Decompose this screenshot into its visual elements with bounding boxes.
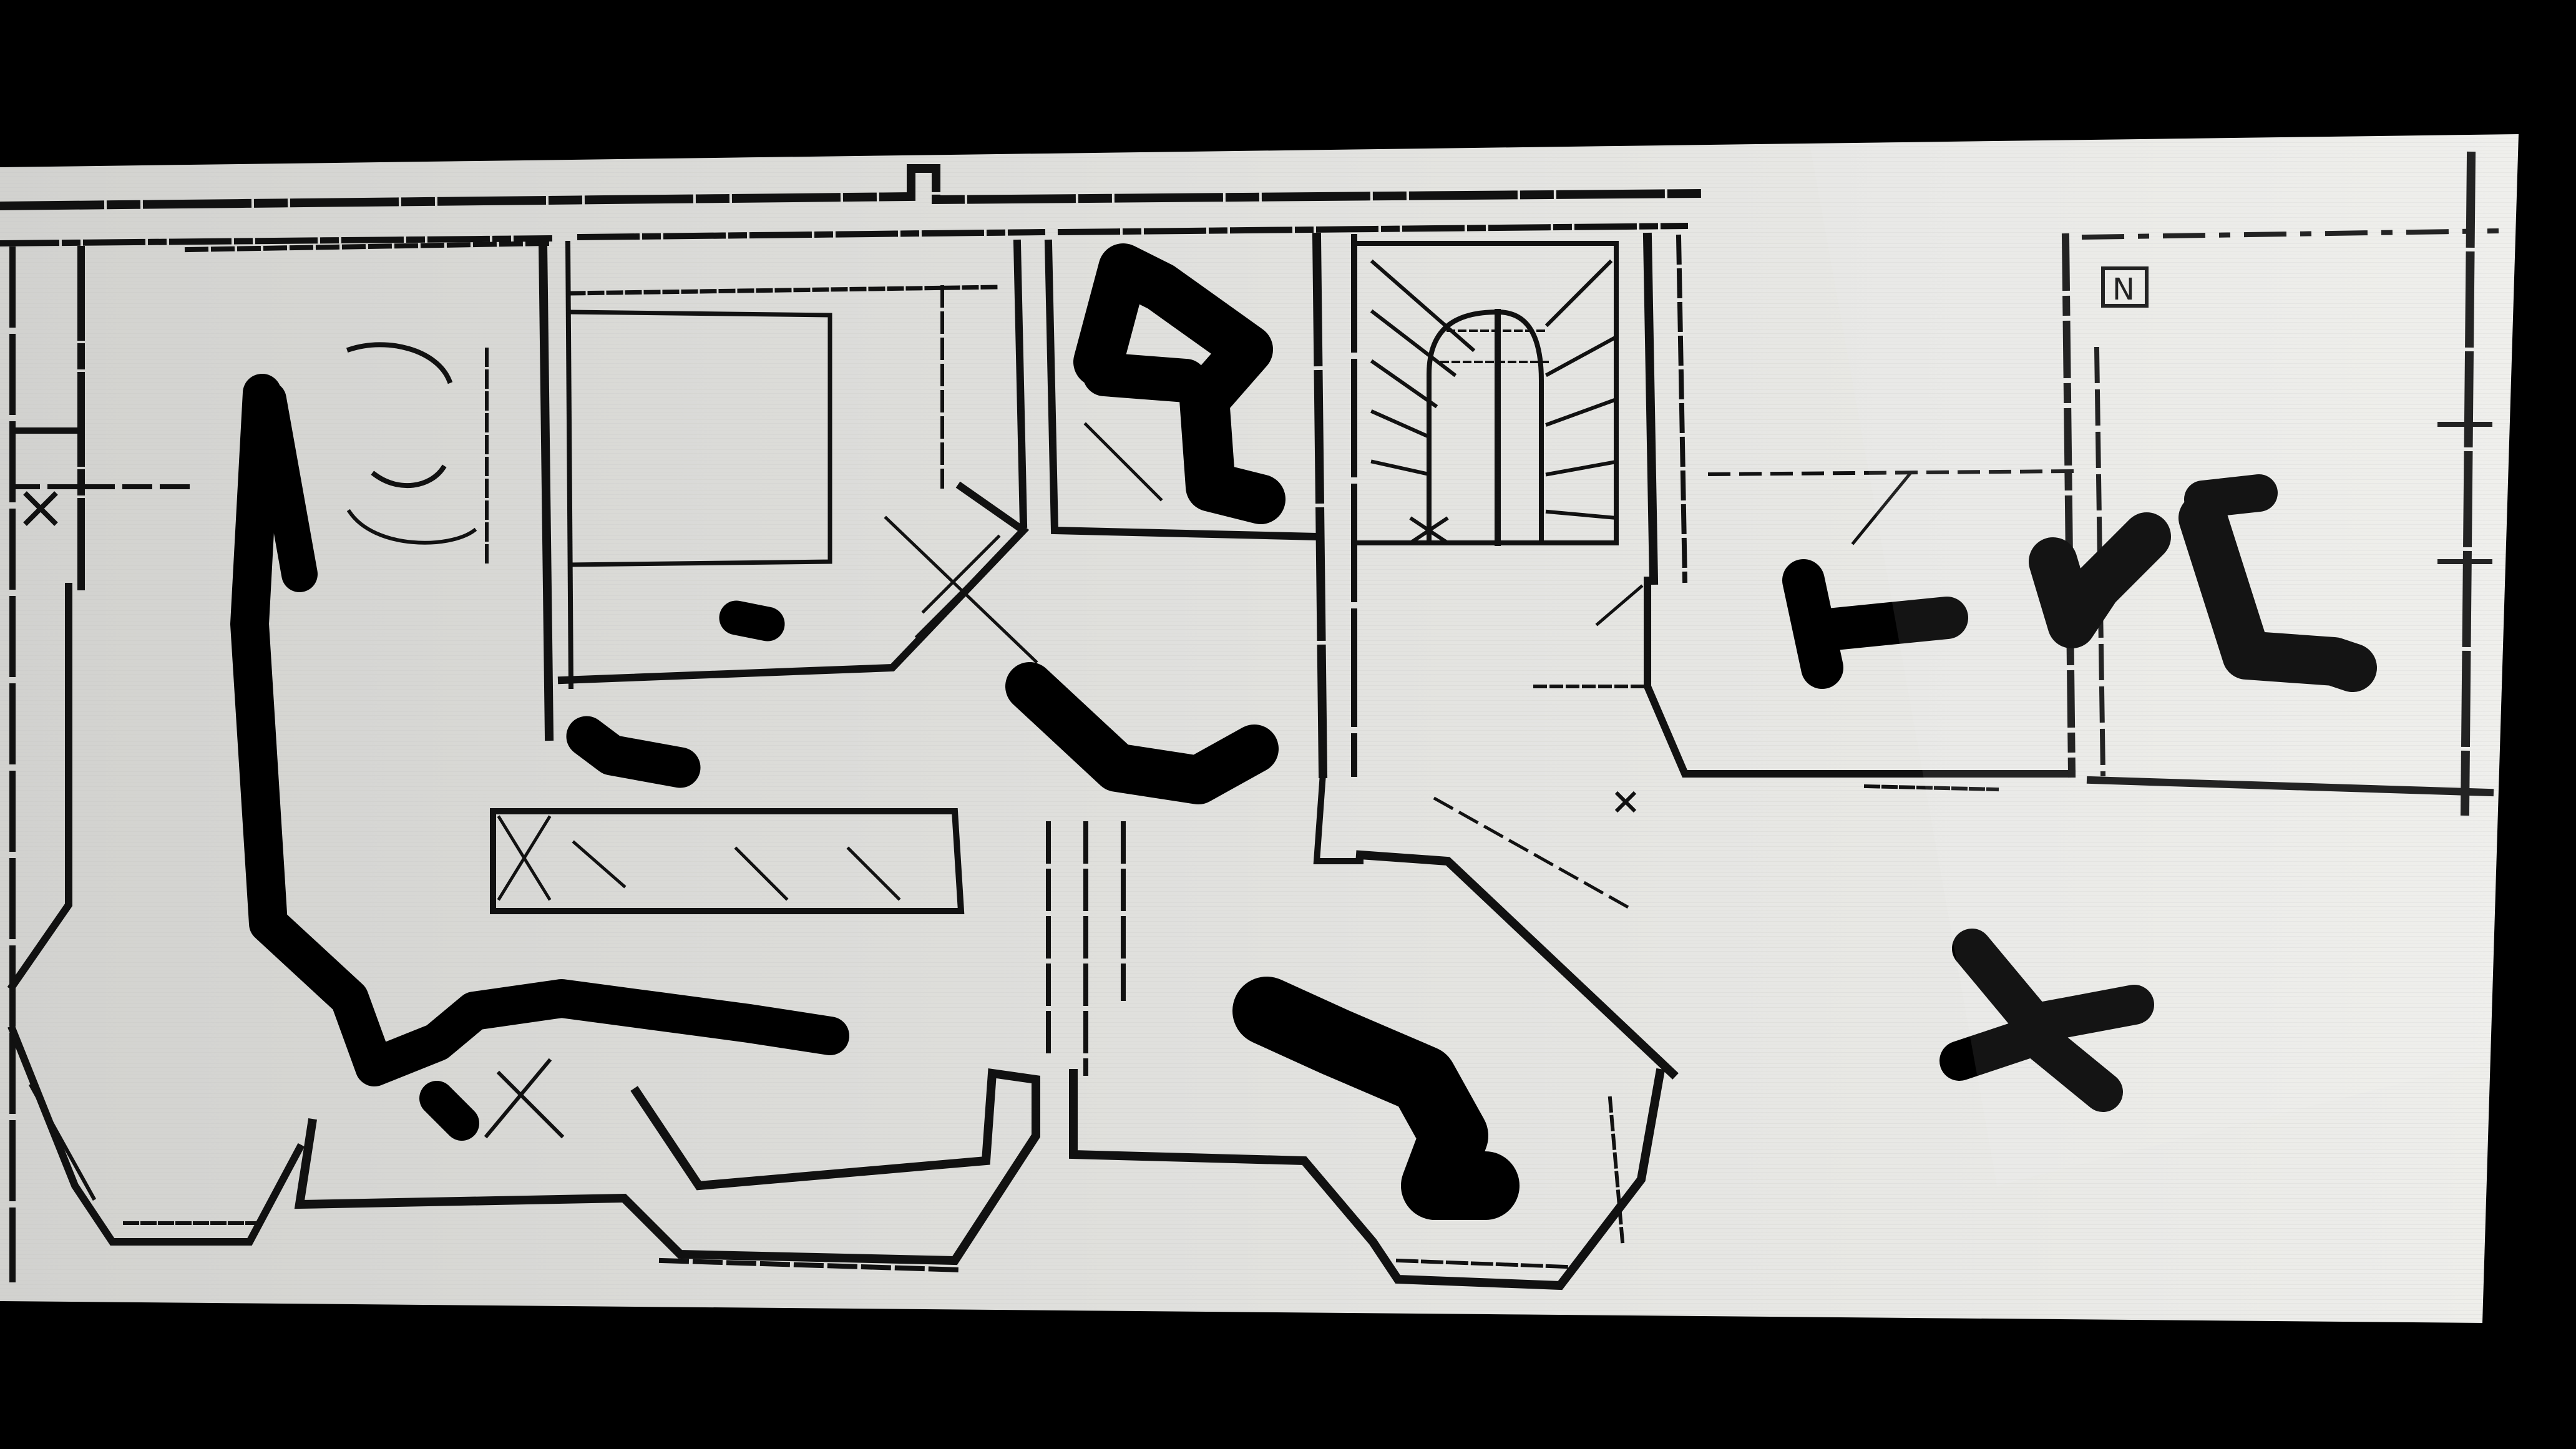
redaction-stroke [230, 374, 849, 1086]
redaction-stroke [2184, 474, 2278, 518]
redaction-stroke [1939, 929, 2154, 1112]
redaction-stroke [1782, 559, 1968, 689]
plan-annotations: N [23, 266, 2149, 813]
redaction-stroke [419, 1081, 479, 1141]
redaction-stroke [1083, 353, 1208, 402]
redaction-stroke [1005, 662, 1279, 804]
redaction-stroke [719, 600, 785, 642]
plan-walls [0, 151, 2499, 1290]
redaction-stroke [566, 716, 701, 788]
marker-redactions [230, 243, 2377, 1220]
north-mark: N [2112, 272, 2135, 307]
redaction-stroke [250, 381, 318, 592]
redaction-stroke [1073, 243, 1286, 524]
redaction-stroke [2029, 494, 2377, 692]
screen-glare [1810, 134, 2519, 1186]
redaction-stroke [1232, 977, 1520, 1220]
